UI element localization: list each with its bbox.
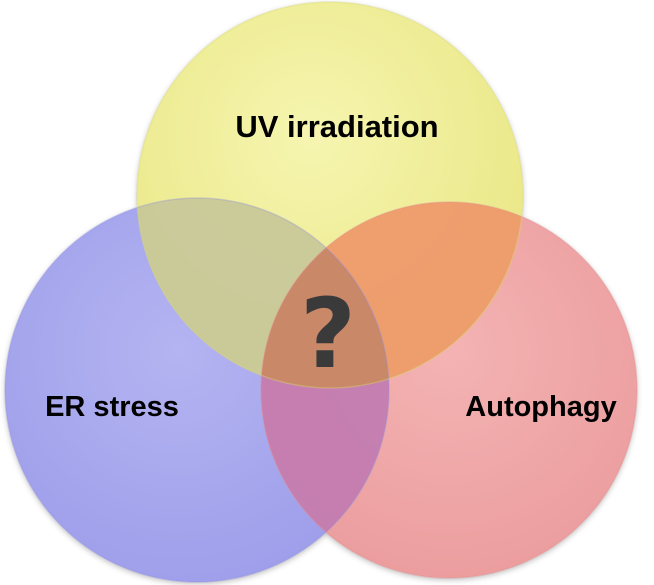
overlap-all [261, 202, 389, 388]
er-stress-label: ER stress [45, 391, 179, 423]
autophagy-label: Autophagy [465, 391, 616, 423]
question-mark-symbol: ? [300, 278, 356, 390]
uv-irradiation-label: UV irradiation [235, 109, 438, 144]
